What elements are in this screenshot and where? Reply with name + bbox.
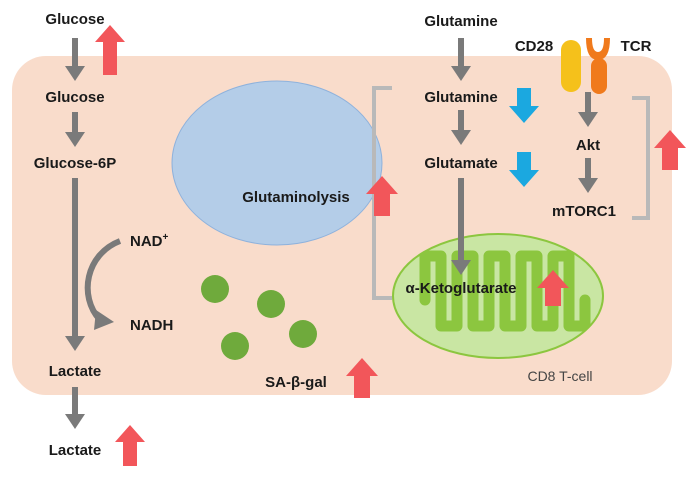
- cd28-receptor: [561, 40, 581, 92]
- flow-arrow-icon: [65, 38, 85, 81]
- glutamine-extracellular-label: Glutamine: [424, 13, 497, 30]
- tcr-label: TCR: [621, 38, 652, 55]
- nad-text: NAD: [130, 233, 163, 250]
- cd28-label: CD28: [515, 38, 553, 55]
- nadh-label: NADH: [130, 317, 173, 334]
- glutaminolysis-label: Glutaminolysis: [242, 189, 350, 206]
- akt-label: Akt: [576, 137, 600, 154]
- signaling-bracket: [632, 96, 650, 220]
- up-arrow-icon: [366, 176, 398, 216]
- nad-nadh-curved-arrow: [84, 238, 122, 330]
- up-arrow-icon: [346, 358, 378, 398]
- glutamine-intracellular-label: Glutamine: [424, 89, 497, 106]
- lactate-intracellular-label: Lactate: [49, 363, 102, 380]
- sa-beta-gal-granule: [257, 290, 285, 318]
- sa-beta-gal-granule: [289, 320, 317, 348]
- glucose-intracellular-label: Glucose: [45, 89, 104, 106]
- flow-arrow-icon: [451, 110, 471, 145]
- flow-arrow-icon: [451, 178, 471, 275]
- cell-label: CD8 T-cell: [527, 368, 592, 384]
- mitochondrion: [392, 233, 604, 359]
- down-arrow-icon: [509, 152, 539, 187]
- signaling-flow-arrows: [578, 92, 598, 193]
- glutaminolysis-flow-arrows: [451, 38, 471, 275]
- sa-beta-gal-granule: [201, 275, 229, 303]
- nad-superscript: +: [163, 232, 169, 243]
- up-arrow-icon: [537, 270, 569, 306]
- up-arrow-icon: [95, 25, 125, 75]
- up-arrow-icon: [654, 130, 686, 170]
- sa-beta-gal-granule: [221, 332, 249, 360]
- flow-arrow-icon: [65, 178, 85, 351]
- nucleus: [171, 80, 383, 246]
- mtorc1-label: mTORC1: [552, 203, 616, 220]
- lactate-extracellular-label: Lactate: [49, 442, 102, 459]
- glucose-extracellular-label: Glucose: [45, 11, 104, 28]
- flow-arrow-icon: [65, 387, 85, 429]
- glutamate-label: Glutamate: [424, 155, 497, 172]
- sa-beta-gal-label: SA-β-gal: [265, 374, 327, 391]
- down-arrow-icon: [509, 88, 539, 123]
- nad-label: NAD+: [130, 232, 169, 250]
- flow-arrow-icon: [578, 92, 598, 127]
- tcr-receptor: [586, 38, 610, 94]
- alpha-ketoglutarate-label: α-Ketoglutarate: [406, 280, 517, 297]
- flow-arrow-icon: [451, 38, 471, 81]
- flow-arrow-icon: [578, 158, 598, 193]
- up-arrow-icon: [115, 425, 145, 466]
- flow-arrow-icon: [65, 112, 85, 147]
- glycolysis-flow-arrows: [65, 38, 122, 429]
- glucose-6p-label: Glucose-6P: [34, 155, 117, 172]
